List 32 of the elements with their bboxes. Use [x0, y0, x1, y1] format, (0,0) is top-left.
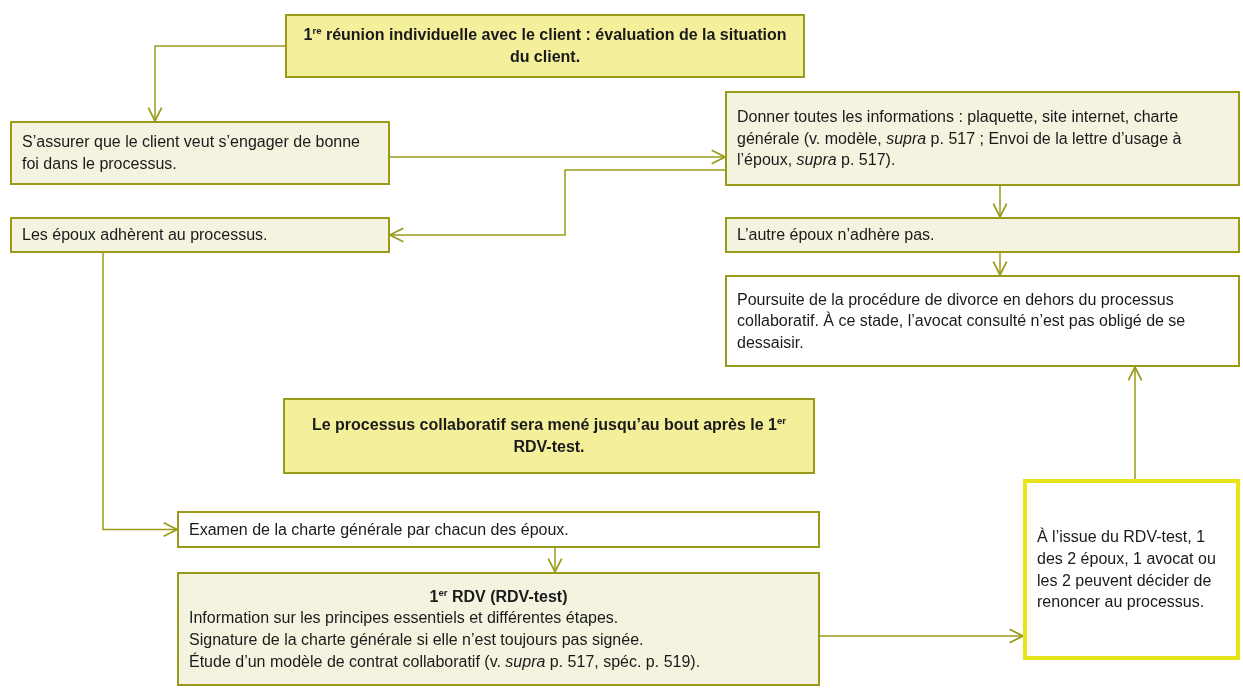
box-text: Examen de la charte générale par chacun des époux.: [189, 519, 570, 540]
arrow: [1127, 366, 1143, 480]
arrow: [389, 169, 726, 243]
box-text: 1$^{re}$ réunion individuelle avec le client : évaluation de la situation du client.: [302, 24, 788, 67]
highlight-box: [283, 398, 815, 474]
process-box: [1023, 479, 1240, 660]
box-text: Étude d’un modèle de contrat collaboratif (v. supra p. 517, spéc. p. 519).: [189, 651, 702, 672]
arrow: [819, 628, 1024, 644]
highlight-box: [285, 14, 805, 78]
process-box: [725, 275, 1240, 367]
process-box: [10, 121, 390, 185]
arrow: [389, 149, 726, 165]
box-text: Information sur les principes essentiels et différentes étapes.: [189, 608, 620, 629]
arrow: [992, 252, 1008, 276]
box-text: L’autre époux n’adhère pas.: [737, 225, 936, 246]
box-text: Signature de la charte générale si elle n’est toujours pas signée.: [189, 630, 645, 650]
process-box: [177, 572, 820, 686]
process-box: [10, 217, 390, 253]
box-text: Poursuite de la procédure de divorce en dehors du processus collaboratif. À ce stade, l’avocat consulté n’est pas obligé de se dessaisir.: [737, 289, 1187, 353]
arrow: [547, 547, 563, 573]
box-text: Donner toutes les informations : plaquette, site internet, charte générale (v. modèle, supra p. 517 ; Envoi de la lettre d’usage à l’époux, supra p. 517).: [737, 107, 1183, 171]
process-box: [177, 511, 820, 548]
box-heading: 1$^{er}$ RDV (RDV-test): [428, 585, 569, 607]
arrow: [147, 45, 286, 122]
box-text: S’assurer que le client veut s’engager de bonne foi dans le processus.: [22, 132, 361, 174]
arrow: [102, 252, 178, 538]
process-box: [725, 217, 1240, 253]
box-text: Les époux adhèrent au processus.: [22, 225, 269, 246]
arrow: [992, 185, 1008, 218]
process-box: [725, 91, 1240, 186]
box-text: À l’issue du RDV-test, 1 des 2 époux, 1 avocat ou les 2 peuvent décider de renoncer au processus.: [1037, 526, 1217, 613]
box-text: Le processus collaboratif sera mené jusqu’au bout après le 1$^{er}$ RDV-test.: [310, 414, 788, 457]
